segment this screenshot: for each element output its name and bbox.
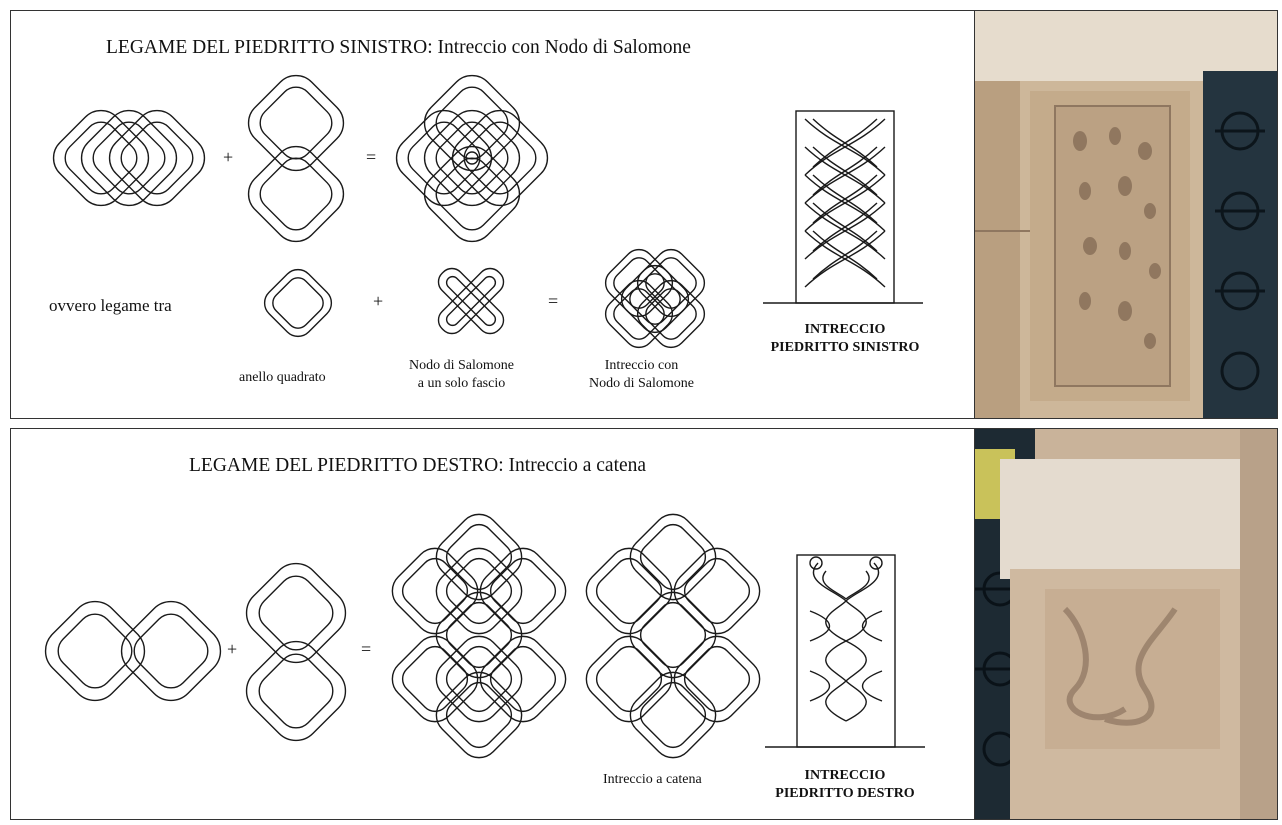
panel-right-pier: LEGAME DEL PIEDRITTO DESTRO: Intreccio a… xyxy=(10,428,1278,820)
plus-sign-2: + xyxy=(373,291,384,311)
label-final-left-line2: PIEDRITTO SINISTRO xyxy=(770,340,920,355)
square-ring-drawing xyxy=(257,262,339,344)
label-nodo-line2: a un solo fascio xyxy=(417,376,506,391)
vertical-ring-pair-right xyxy=(235,552,357,752)
plus-sign-1: + xyxy=(223,147,234,167)
equals-sign-1: = xyxy=(366,147,377,167)
panel-title-left: LEGAME DEL PIEDRITTO SINISTRO: Intreccio… xyxy=(106,37,691,58)
stone-pier-photo-right xyxy=(975,429,1277,819)
combined-ring-knot xyxy=(386,65,558,252)
label-final-right-line1: INTRECCIO xyxy=(804,768,886,783)
chain-interlace-drawing xyxy=(577,505,769,767)
panel-left-pier: LEGAME DEL PIEDRITTO SINISTRO: Intreccio… xyxy=(10,10,1278,419)
combined-chain-grid xyxy=(383,505,575,767)
photo-left-pier xyxy=(974,11,1277,418)
left-pier-interlace-panel xyxy=(763,110,923,304)
horizontal-ring-pair xyxy=(34,590,232,712)
label-intreccio-line2: Nodo di Salomone xyxy=(589,376,694,391)
label-intreccio-line1: Intreccio con xyxy=(604,358,679,373)
label-nodo-line1: Nodo di Salomone xyxy=(409,358,514,373)
plus-sign-3: + xyxy=(227,639,238,659)
solomon-interlace-drawing xyxy=(598,242,712,355)
vertical-ring-pair xyxy=(238,65,354,252)
label-intreccio-destro: INTRECCIO PIEDRITTO DESTRO xyxy=(755,767,935,803)
label-intreccio-nodo: Intreccio con Nodo di Salomone xyxy=(589,357,694,393)
photo-right-pier xyxy=(974,429,1277,819)
label-intreccio-catena: Intreccio a catena xyxy=(603,772,702,787)
label-ovvero: ovvero legame tra xyxy=(49,296,172,315)
label-final-left-line1: INTRECCIO xyxy=(804,322,886,337)
label-nodo-salomone: Nodo di Salomone a un solo fascio xyxy=(409,357,514,393)
knot-diagram-left xyxy=(43,65,923,355)
solomon-knot-drawing xyxy=(437,267,505,335)
label-intreccio-sinistro: INTRECCIO PIEDRITTO SINISTRO xyxy=(755,321,935,357)
equals-sign-3: = xyxy=(361,639,372,659)
label-anello-quadrato: anello quadrato xyxy=(239,370,326,385)
panel-title-right: LEGAME DEL PIEDRITTO DESTRO: Intreccio a… xyxy=(189,455,647,476)
drawing-area-left-pier: LEGAME DEL PIEDRITTO SINISTRO: Intreccio… xyxy=(11,11,976,418)
drawing-area-right-pier: LEGAME DEL PIEDRITTO DESTRO: Intreccio a… xyxy=(11,429,976,819)
horizontal-ring-chain xyxy=(43,100,215,216)
label-final-right-line2: PIEDRITTO DESTRO xyxy=(775,786,915,801)
knot-diagram-right xyxy=(34,505,925,767)
equals-sign-2: = xyxy=(548,291,559,311)
stone-pier-photo-left xyxy=(975,11,1277,418)
right-pier-interlace-panel xyxy=(765,554,925,748)
